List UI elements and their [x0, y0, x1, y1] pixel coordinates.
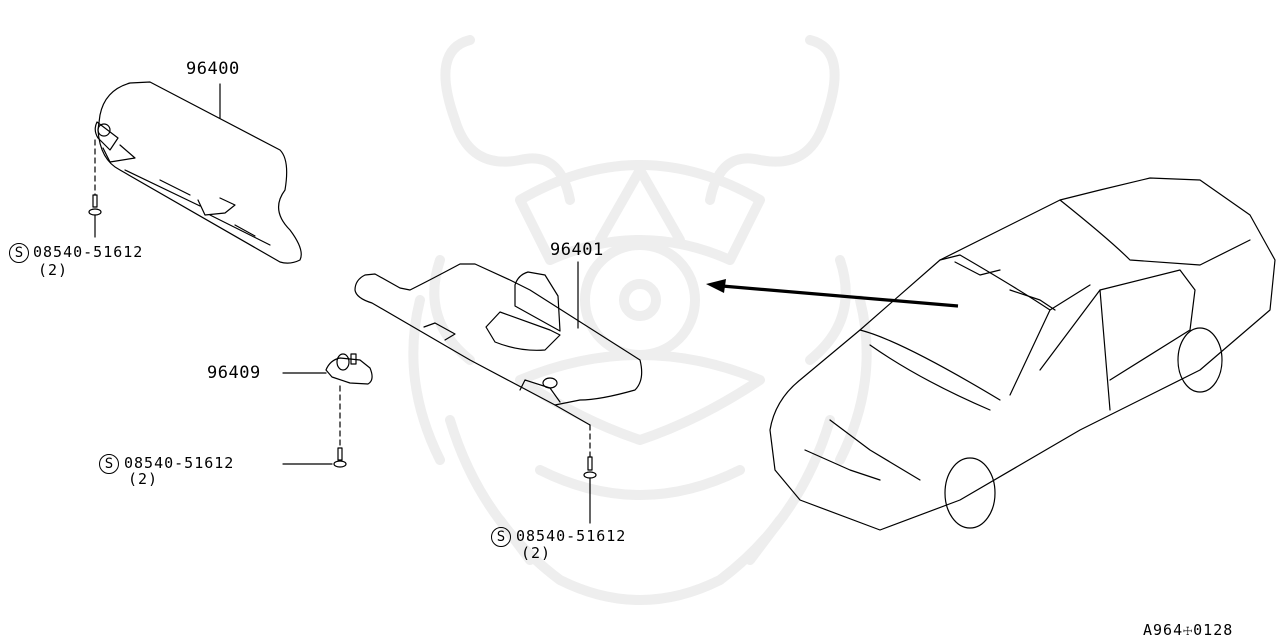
standard-part-symbol-icon: S	[491, 527, 511, 547]
sun-visor-96400-drawing	[88, 81, 302, 264]
fastener-quantity: (2)	[128, 470, 159, 488]
sun-visor-96401-drawing	[354, 261, 643, 524]
samurai-watermark-icon	[408, 35, 872, 605]
fastener-quantity: (2)	[521, 544, 552, 562]
part-label-96401[interactable]: 96401	[550, 240, 604, 260]
part-label-96400[interactable]: 96400	[186, 59, 240, 79]
diagram-reference-code: A964☩0128	[1143, 621, 1234, 639]
part-label-96409[interactable]: 96409	[207, 363, 261, 383]
standard-part-symbol-icon: S	[9, 243, 29, 263]
standard-part-symbol-icon: S	[99, 454, 119, 474]
fastener-part-number[interactable]: 08540-51612	[516, 527, 627, 545]
fastener-quantity: (2)	[38, 261, 69, 279]
visor-holder-96409-drawing	[282, 353, 373, 468]
location-arrow	[706, 279, 959, 308]
fastener-part-number[interactable]: 08540-51612	[124, 454, 235, 472]
vehicle-drawing	[769, 177, 1276, 531]
fastener-part-number[interactable]: 08540-51612	[33, 243, 144, 261]
